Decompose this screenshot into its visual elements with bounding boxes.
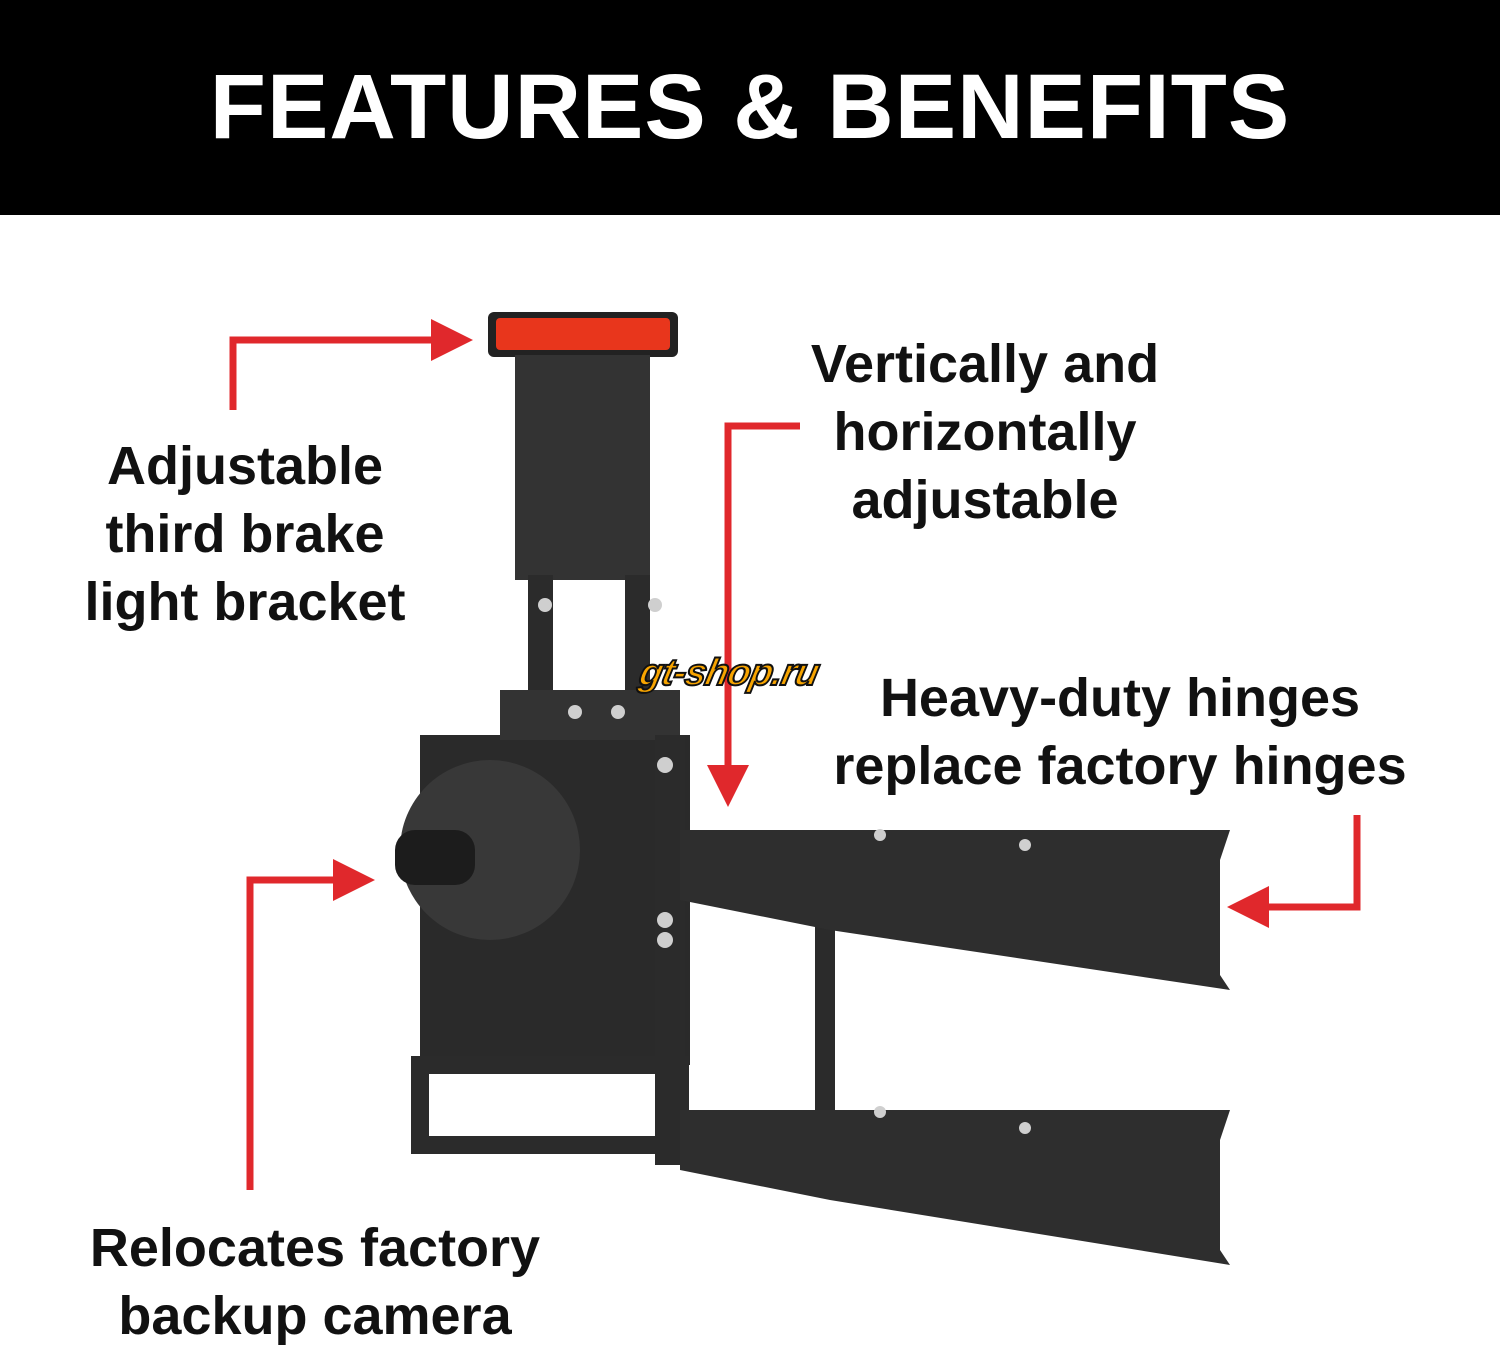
upper-hinge-arm [680, 830, 1230, 990]
callout-line: horizontally [833, 402, 1137, 462]
arrow-camera [246, 859, 375, 1190]
callout-line: third brake [105, 504, 385, 564]
lower-hinge-arm [680, 1110, 1230, 1265]
callout-line: Relocates factory [89, 1218, 541, 1278]
callout-hinges: Heavy-duty hinges replace factory hinges [800, 664, 1440, 800]
callout-adjustable: Vertically and horizontally adjustable [770, 330, 1200, 534]
callout-line: Heavy-duty hinges [879, 668, 1361, 728]
callout-brake-light: Adjustable third brake light bracket [40, 432, 450, 636]
callout-line: replace factory hinges [833, 736, 1407, 796]
arrow-adjustable [707, 422, 800, 807]
callout-line: light bracket [84, 572, 406, 632]
page-title: FEATURES & BENEFITS [209, 56, 1291, 158]
callout-line: backup camera [118, 1286, 512, 1346]
header-banner: FEATURES & BENEFITS [0, 0, 1500, 215]
callout-line: adjustable [851, 470, 1119, 530]
arrow-hinges [1227, 815, 1361, 928]
callout-line: Adjustable [106, 436, 384, 496]
callout-line: Vertically and [810, 334, 1160, 394]
wheel-hub [400, 760, 580, 940]
brake-light-bracket [515, 355, 650, 580]
callout-camera: Relocates factory backup camera [50, 1214, 580, 1350]
arrow-brake-light [229, 319, 473, 410]
watermark-logo: gt-shop.ru [635, 651, 824, 695]
